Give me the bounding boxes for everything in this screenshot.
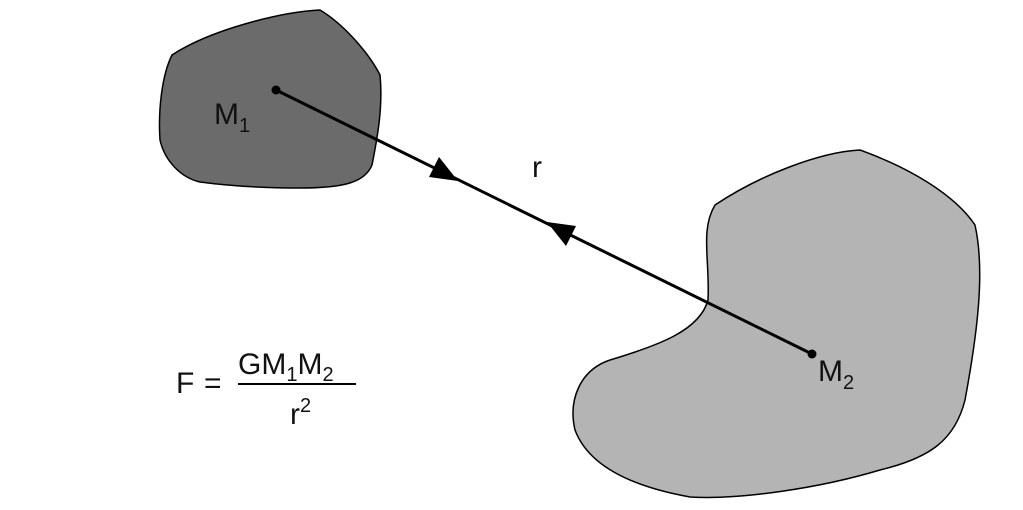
mass-2-label-subscript: 2 <box>843 372 854 394</box>
formula-denominator-r: r <box>290 398 300 431</box>
mass-1-label: M1 <box>214 98 250 137</box>
formula-lhs: F <box>176 367 194 400</box>
gravitation-formula: F = GM1M2 r2 <box>176 348 356 431</box>
formula-denominator: r2 <box>290 395 311 431</box>
mass-1-label-subscript: 1 <box>239 115 250 137</box>
formula-denominator-exponent: 2 <box>300 395 311 417</box>
mass-1-body <box>158 9 382 189</box>
distance-line <box>275 88 813 356</box>
arrowhead-toward-m2 <box>429 157 458 181</box>
mass-2-body <box>572 149 981 499</box>
formula-numerator-m1-subscript: 1 <box>286 364 297 386</box>
formula-numerator-g: G <box>238 348 261 381</box>
formula-numerator-m2-subscript: 2 <box>322 364 333 386</box>
mass-1-label-main: M <box>214 98 239 131</box>
mass-1-center-dot <box>271 85 281 95</box>
formula-numerator-m1: M <box>261 348 286 381</box>
formula-numerator-m2: M <box>297 348 322 381</box>
distance-label: r <box>532 151 542 184</box>
mass-2-label-main: M <box>818 355 843 388</box>
formula-numerator: GM1M2 <box>238 348 334 386</box>
formula-equals: = <box>204 367 222 400</box>
mass-2-center-dot <box>807 349 817 359</box>
arrowhead-toward-m1 <box>547 222 576 246</box>
mass-2-label: M2 <box>818 355 854 394</box>
